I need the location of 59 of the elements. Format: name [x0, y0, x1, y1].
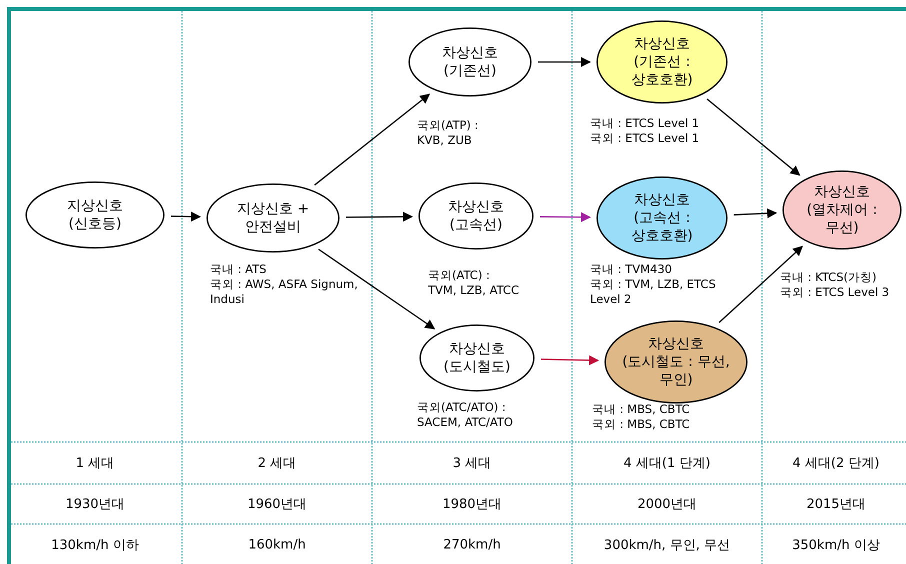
arrow [706, 98, 800, 176]
annotation-text: TVM, LZB, ATCC [428, 283, 519, 298]
node-label: 차상신호 (도시철도) [442, 340, 512, 376]
annotation-text: 국내 : TVM430 [590, 262, 672, 277]
annotation-text: 국외 : AWS, ASFA Signum, Indusi [210, 277, 359, 307]
annotation-text: SACEM, ATC/ATO [417, 415, 513, 430]
arrow [314, 94, 430, 186]
node-label: 지상신호 (신호등) [66, 197, 124, 233]
ellipse-node [418, 182, 534, 250]
node-label: 차상신호 (기존선) [441, 44, 499, 80]
arrow [718, 246, 803, 323]
table-cell-text: 1980년대 [442, 496, 502, 513]
annotation-text: 국외 : ETCS Level 3 [780, 285, 890, 300]
node-label: 차상신호 (열차제어 : 무선) [806, 183, 878, 237]
arrow [318, 248, 436, 330]
table-cell-text: 4 세대(1 단계) [624, 455, 710, 472]
arrow [540, 212, 591, 222]
annotation-text: 국외(ATC) : [428, 268, 490, 283]
ellipse-node [25, 181, 165, 249]
annotation-text: 국내 : ETCS Level 1 [590, 116, 700, 131]
annotation-text: 국내 : MBS, CBTC [592, 402, 690, 417]
ellipse-node [408, 27, 532, 97]
annotation-text: 국외 : ETCS Level 1 [590, 131, 700, 146]
arrow [170, 212, 202, 222]
annotation-text: 국내 : ATS [210, 262, 266, 277]
node-label: 차상신호 (고속선) [447, 198, 505, 234]
arrow [734, 208, 778, 218]
table-cell-text: 4 세대(2 단계) [792, 455, 880, 472]
arrow [538, 57, 591, 67]
node-label: 차상신호 (기존선 : 상호호환) [630, 35, 694, 89]
table-cell-text: 350km/h 이상 [792, 537, 880, 554]
table-cell-text: 1930년대 [65, 496, 125, 513]
arrow [346, 212, 413, 222]
ellipse-node [419, 324, 535, 392]
ellipse-node [206, 183, 340, 253]
node-label: 차상신호 (도시철도 : 무선, 무인) [621, 335, 731, 389]
ellipse-node [596, 20, 728, 104]
table-cell-text: 130km/h 이하 [51, 537, 139, 554]
annotation-text: 국내 : KTCS(가칭) [780, 270, 876, 285]
ellipse-node [604, 320, 748, 404]
table-cell-text: 2000년대 [637, 496, 697, 513]
table-cell-text: 2015년대 [806, 496, 866, 513]
table-cell-text: 3 세대 [452, 455, 492, 472]
table-cell-text: 1960년대 [247, 496, 307, 513]
node-label: 지상신호 + 안전설비 [236, 200, 310, 236]
annotation-text: 국외 : TVM, LZB, ETCS Level 2 [590, 277, 717, 307]
table-cell-text: 2 세대 [258, 455, 296, 472]
annotation-text: 국외(ATP) : [417, 118, 478, 133]
table-cell-text: 300km/h, 무인, 무선 [604, 537, 730, 554]
arrow [540, 355, 600, 366]
ellipse-node [782, 170, 902, 250]
annotation-text: KVB, ZUB [417, 133, 472, 148]
annotation-text: 국외(ATC/ATO) : [417, 400, 506, 415]
table-cell-text: 270km/h [443, 538, 501, 552]
annotation-text: 국외 : MBS, CBTC [592, 417, 690, 432]
table-cell-text: 1 세대 [76, 455, 114, 472]
table-cell-text: 160km/h [248, 538, 306, 552]
ellipse-node [596, 176, 728, 260]
node-label: 차상신호 (고속선 : 상호호환) [630, 191, 694, 245]
